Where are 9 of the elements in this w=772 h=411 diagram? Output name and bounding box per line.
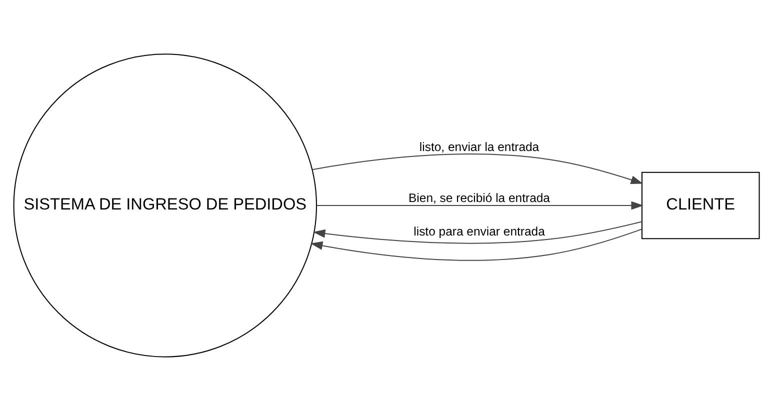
node-circle: SISTEMA DE INGRESO DE PEDIDOS <box>12 54 317 358</box>
edge-label: listo, enviar la entrada <box>418 140 539 154</box>
edge-label: Bien, se recibió la entrada <box>408 191 550 206</box>
arrow <box>312 154 643 184</box>
node-box: CLIENTE <box>640 172 760 240</box>
arrow <box>312 221 642 244</box>
arrow <box>310 228 642 261</box>
edge-label: listo para enviar entrada <box>413 224 544 239</box>
arrow <box>316 201 643 210</box>
